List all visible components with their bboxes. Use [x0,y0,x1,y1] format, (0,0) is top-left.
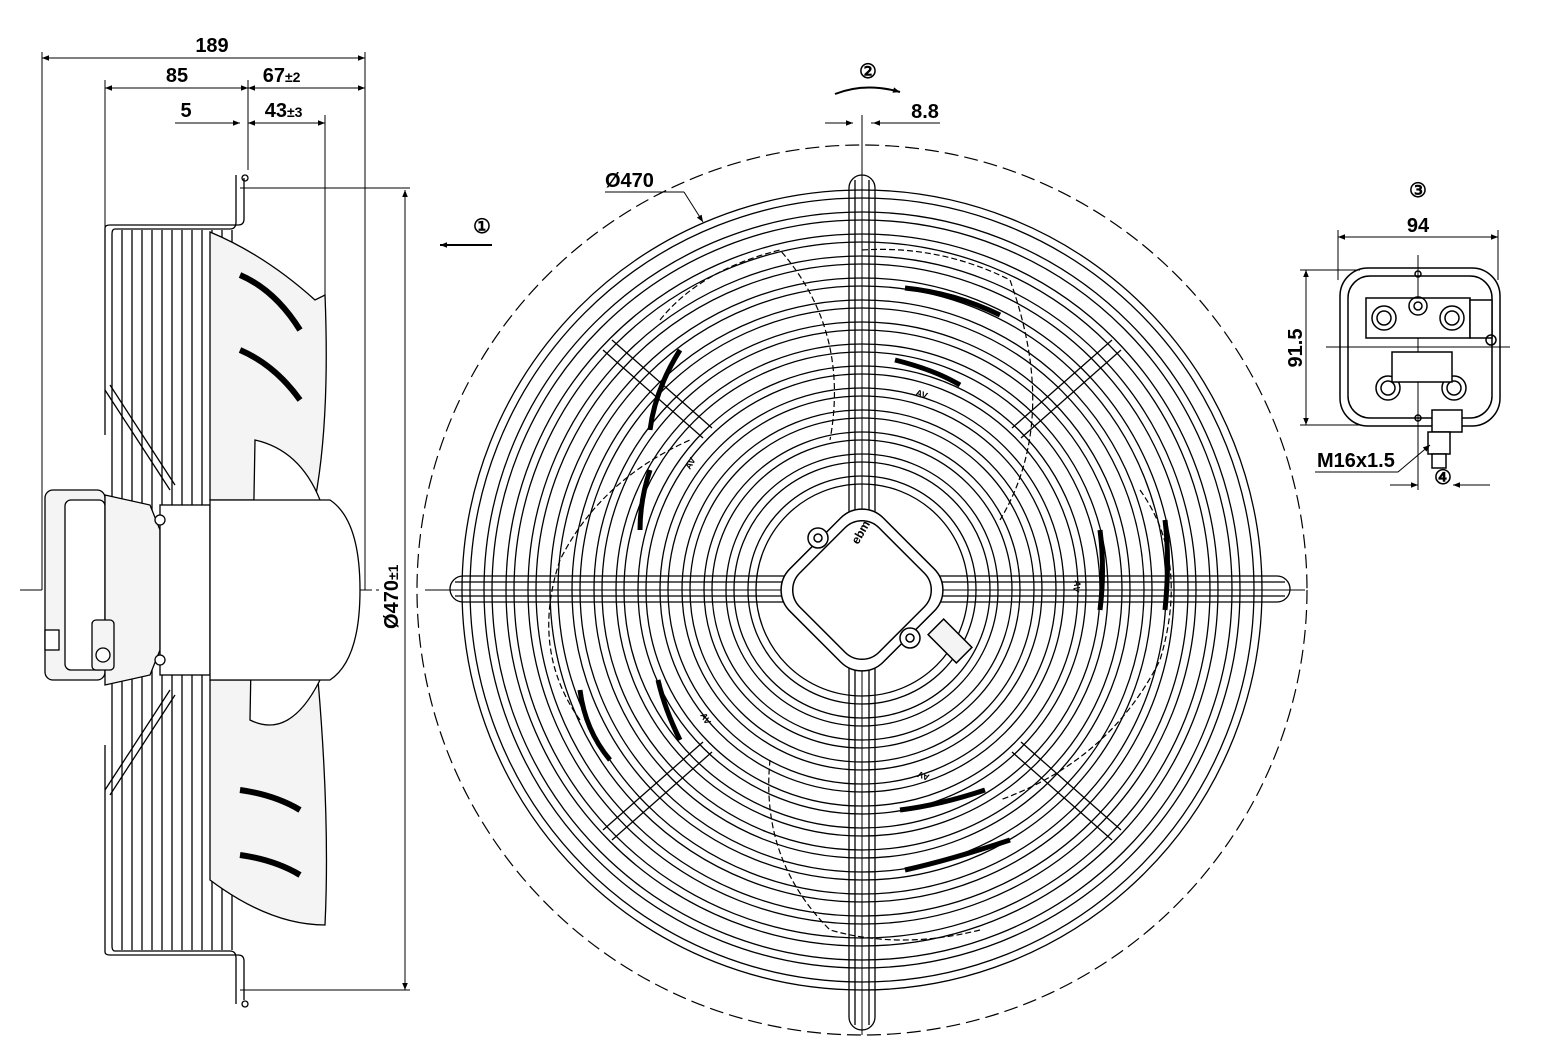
terminal-box-view: ③ 94 91.5 [1285,180,1510,490]
dim-diameter-tolerance: ±1 [385,564,401,580]
fan-blades-front [548,248,1172,941]
dim-43-tolerance: ±3 [287,104,303,120]
callout-rotation: ② [859,61,877,83]
dim-diameter-label: Ø470 [381,580,403,629]
terminal-box-body [1326,255,1510,469]
dim-5-label: 5 [180,100,191,122]
motor-hub-front [780,508,973,672]
dim-8-8-label: 8.8 [911,101,939,123]
callout-airflow: ① [473,216,491,238]
dim-189-label: 189 [195,35,228,57]
blade-marking-4: AV [916,769,931,782]
blade-slots [577,285,1170,873]
dim-thread-label: M16x1.5 [1317,450,1395,472]
blade-marking-2: AV [683,456,698,471]
dim-91-5-label: 91.5 [1285,329,1307,368]
dim-67-tolerance: ±2 [285,69,301,85]
blade-marking-5: AV [1071,580,1083,593]
callout-terminal-box: ③ [1409,180,1427,202]
front-view: Ø470 ② 8.8 [416,61,1308,1036]
dim-43-label: 43 [265,100,287,122]
front-diameter-label: Ø470 [605,170,654,192]
side-view: 189 85 67 ±2 5 43 ±3 Ø470 ±1 ① [20,35,492,1008]
dim-67-label: 67 [263,65,285,87]
motor-side [44,489,361,686]
dim-85-label: 85 [166,65,188,87]
guard-rings [461,189,1263,991]
dim-94-label: 94 [1407,215,1430,237]
rotation-arrow [834,86,901,95]
outer-diameter-circle [416,144,1308,1036]
blade-marking-1: AV [914,387,929,400]
callout-cable-gland: ④ [1434,467,1452,489]
